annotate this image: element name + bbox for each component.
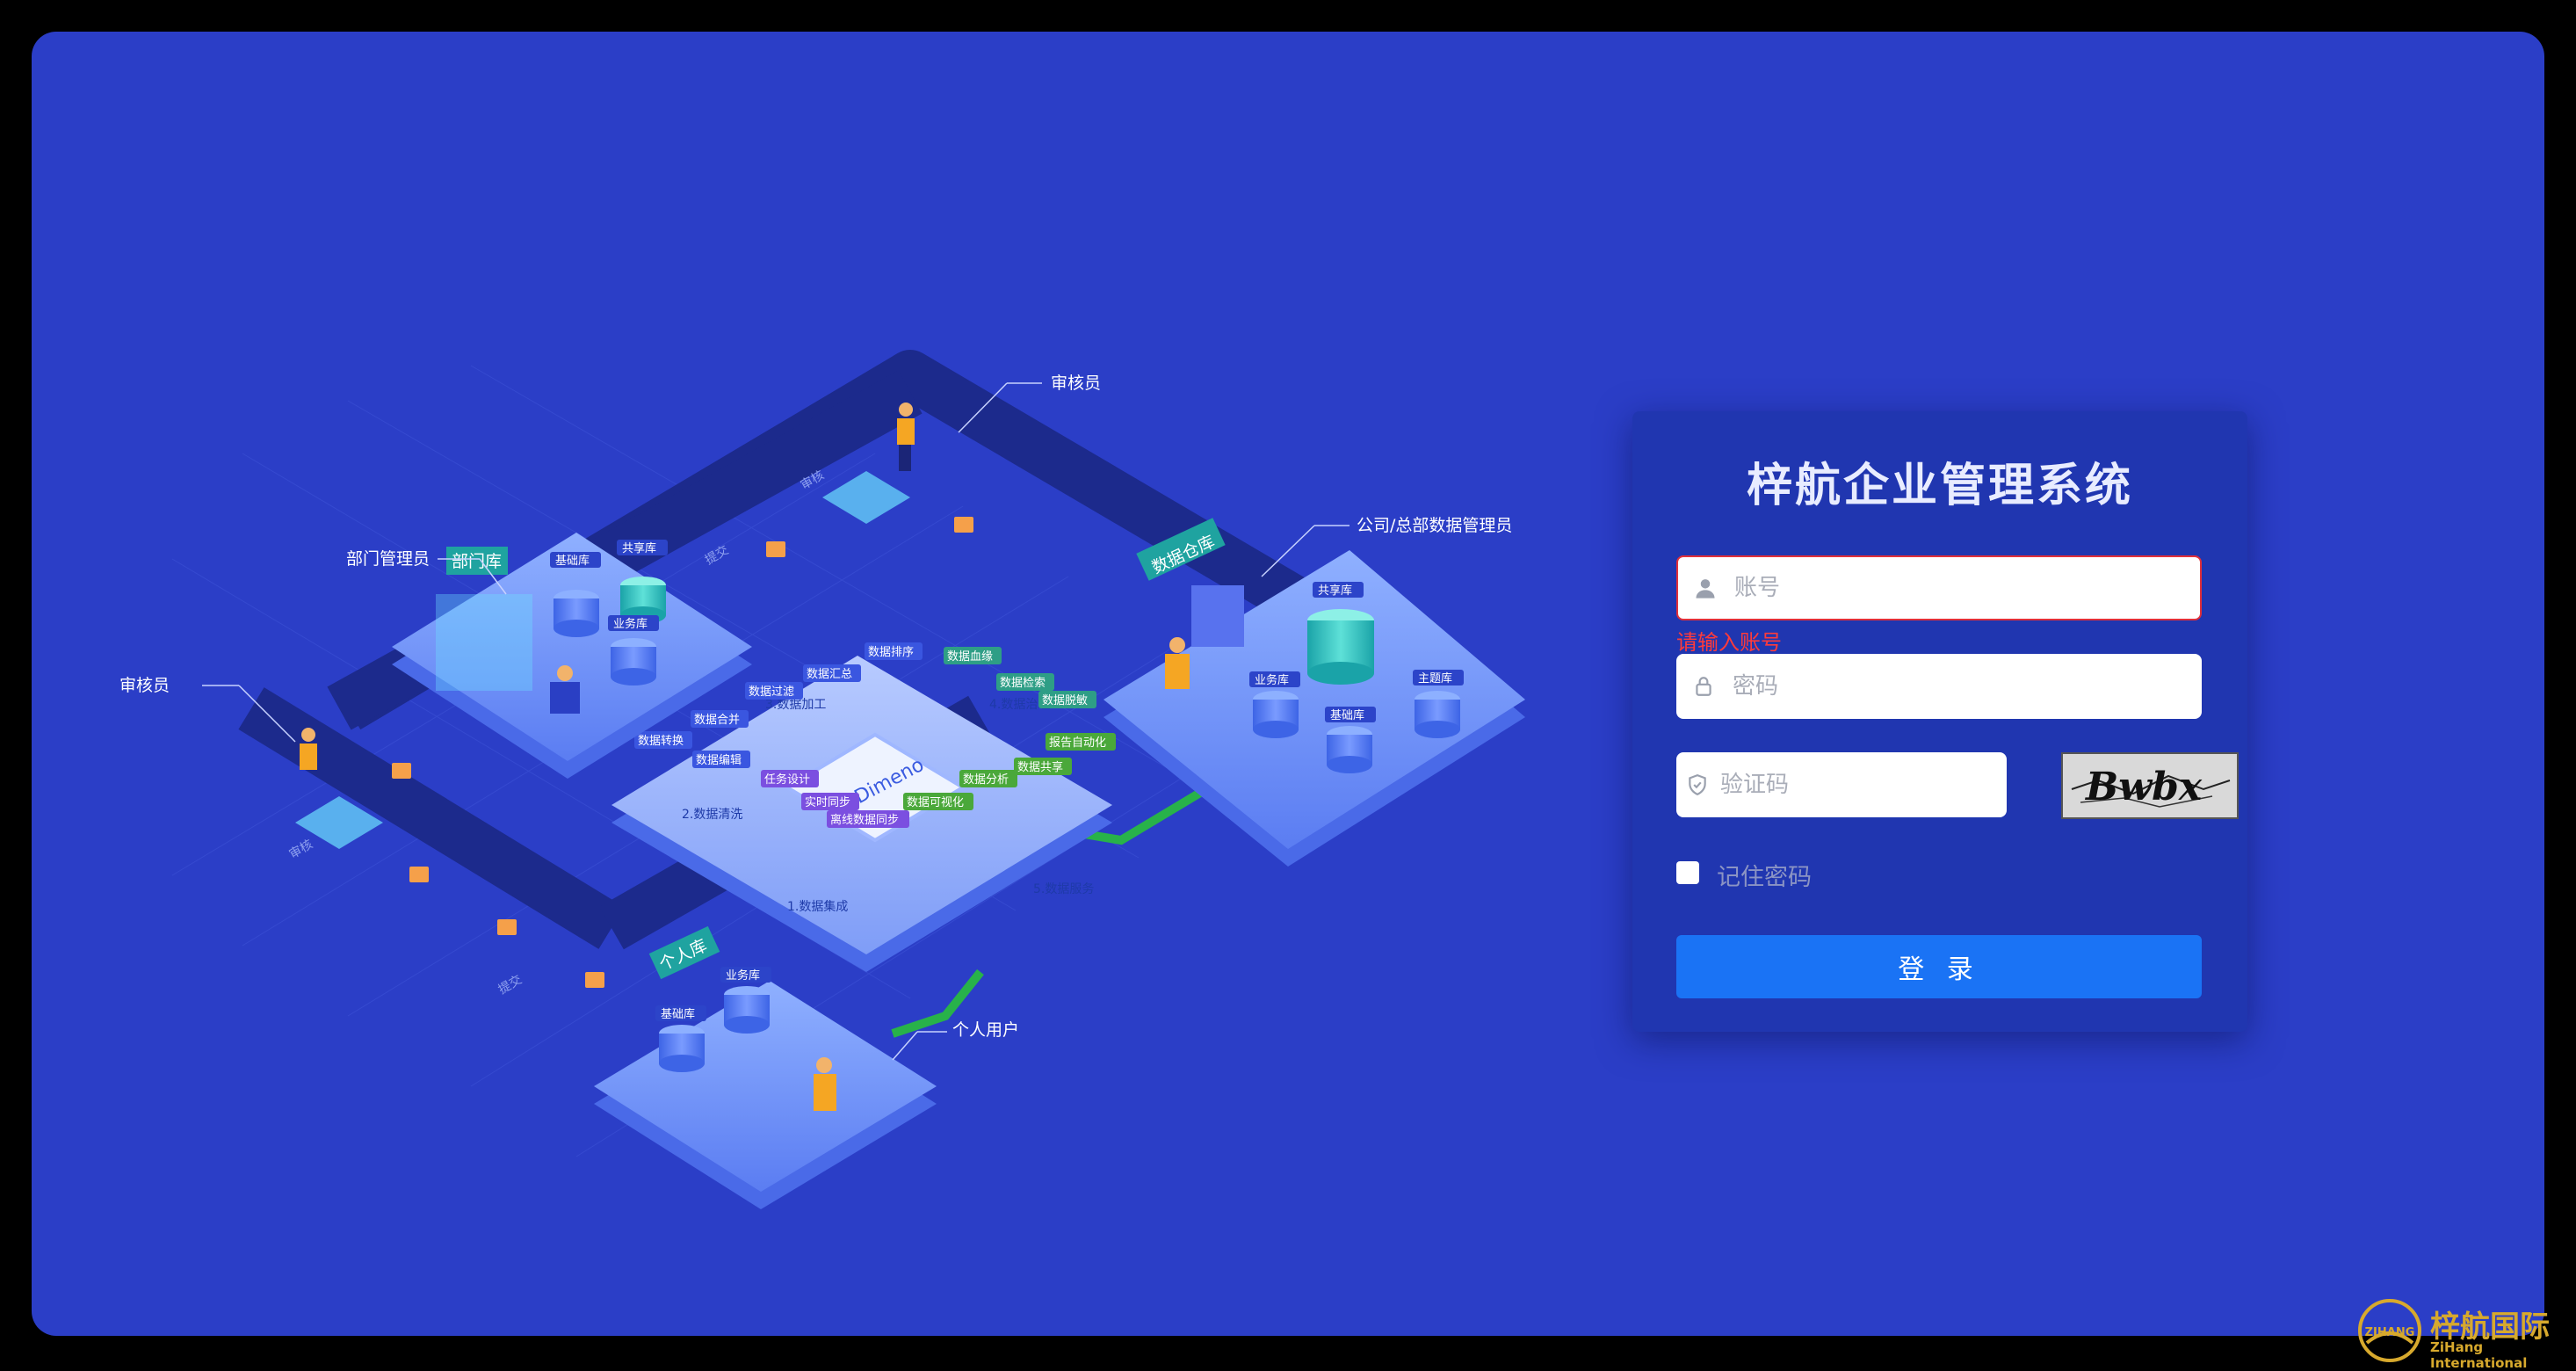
path-label: 提交 [496,972,525,997]
password-field[interactable] [1676,653,2202,720]
watermark-badge: ZIHANG [2365,1326,2415,1339]
db-label: 业务库 [1255,673,1289,687]
tag: 数据分析 [963,773,1009,787]
username-input[interactable] [1733,556,2200,620]
login-button[interactable]: 登 录 [1676,935,2202,998]
illustration-svg: Dimeno 2.数据清洗 3.数据加工 4.数据治理 1.数据集成 5.数据服… [119,350,1525,1209]
tag: 数据脱敏 [1042,694,1088,707]
tag: 数据汇总 [807,668,852,681]
tag: 任务设计 [764,773,810,787]
role-callouts: 审核员 公司/总部数据管理员 部门管理员 审核员 个人用户 [119,374,1512,1061]
db-label: 基础库 [555,554,590,568]
path-label: 审核 [287,838,315,862]
tag: 数据转换 [638,735,684,748]
dept-platform: 部门库 基础库 共享库 业务库 [392,533,752,779]
tag: 数据共享 [1017,760,1063,774]
stage-3: 3.数据加工 [765,698,826,712]
db-label: 共享库 [1318,584,1352,598]
zihang-logo-icon: ZIHANG [2358,1299,2421,1362]
db-label: 基础库 [1330,708,1364,722]
personal-platform: 个人库 基础库 业务库 [594,925,937,1209]
submission-folders [392,517,973,988]
tag: 数据合并 [694,714,740,727]
zihang-watermark: ZIHANG 梓航国际 ZiHang International [2356,1297,2567,1371]
stage-1: 1.数据集成 [787,899,848,914]
role-reviewer-top: 审核员 [1051,374,1101,393]
db-label: 业务库 [726,968,760,983]
remember-checkbox[interactable] [1676,861,1699,884]
process-tags: 数据排序 数据血缘 数据汇总 数据检索 数据过滤 数据脱敏 数据合并 数据转换 … [634,642,1116,828]
stage-2: 2.数据清洗 [682,808,742,822]
login-title: 梓航企业管理系统 [1746,460,2133,512]
tag: 实时同步 [805,796,850,809]
remember-label: 记住密码 [1717,864,1812,891]
captcha-image[interactable]: Bwbx [2061,752,2239,819]
tag: 数据编辑 [696,754,742,767]
login-card: 梓航企业管理系统 请输入账号 Bwbx [1632,411,2247,1032]
user-icon [1678,557,1733,619]
sign-dept: 部门库 [452,552,502,571]
captcha-field[interactable] [1676,751,2007,818]
reviewer-left-figure [295,728,383,849]
warehouse-platform: 数据仓库 共享库 业务库 基础库 主题库 [1103,518,1525,867]
watermark-name: 梓航国际 [2430,1309,2550,1345]
tag: 离线数据同步 [830,813,899,827]
stage-4: 4.数据治理 [989,698,1050,712]
db-label: 基础库 [661,1007,695,1021]
role-personal-user: 个人用户 [952,1020,1019,1040]
captcha-text: Bwbx [2084,765,2203,809]
data-platform-illustration: Dimeno 2.数据清洗 3.数据加工 4.数据治理 1.数据集成 5.数据服… [119,330,1578,1253]
reviewer-top-figure [822,403,915,524]
tag: 数据排序 [868,646,914,659]
tag: 报告自动化 [1049,736,1106,750]
lock-icon [1676,654,1731,719]
tag: 数据血缘 [947,650,993,664]
tag: 数据检索 [1000,677,1046,690]
db-label: 主题库 [1418,671,1452,686]
watermark-sub: ZiHang International [2430,1339,2528,1371]
role-dept-admin: 部门管理员 [346,549,430,569]
tag: 数据过滤 [749,686,794,699]
captcha-input[interactable] [1719,751,2007,818]
db-label: 业务库 [613,617,648,631]
username-field[interactable] [1676,555,2202,620]
role-reviewer-left: 审核员 [119,676,170,695]
app-frame: Dimeno 2.数据清洗 3.数据加工 4.数据治理 1.数据集成 5.数据服… [32,32,2544,1336]
stage-5: 5.数据服务 [1033,882,1094,896]
tag: 数据可视化 [907,796,964,809]
path-label: 提交 [702,542,731,568]
db-label: 共享库 [622,541,656,555]
username-error: 请输入账号 [1676,630,1782,655]
password-input[interactable] [1731,653,2202,720]
role-company-admin: 公司/总部数据管理员 [1357,516,1512,535]
shield-icon [1676,752,1719,817]
